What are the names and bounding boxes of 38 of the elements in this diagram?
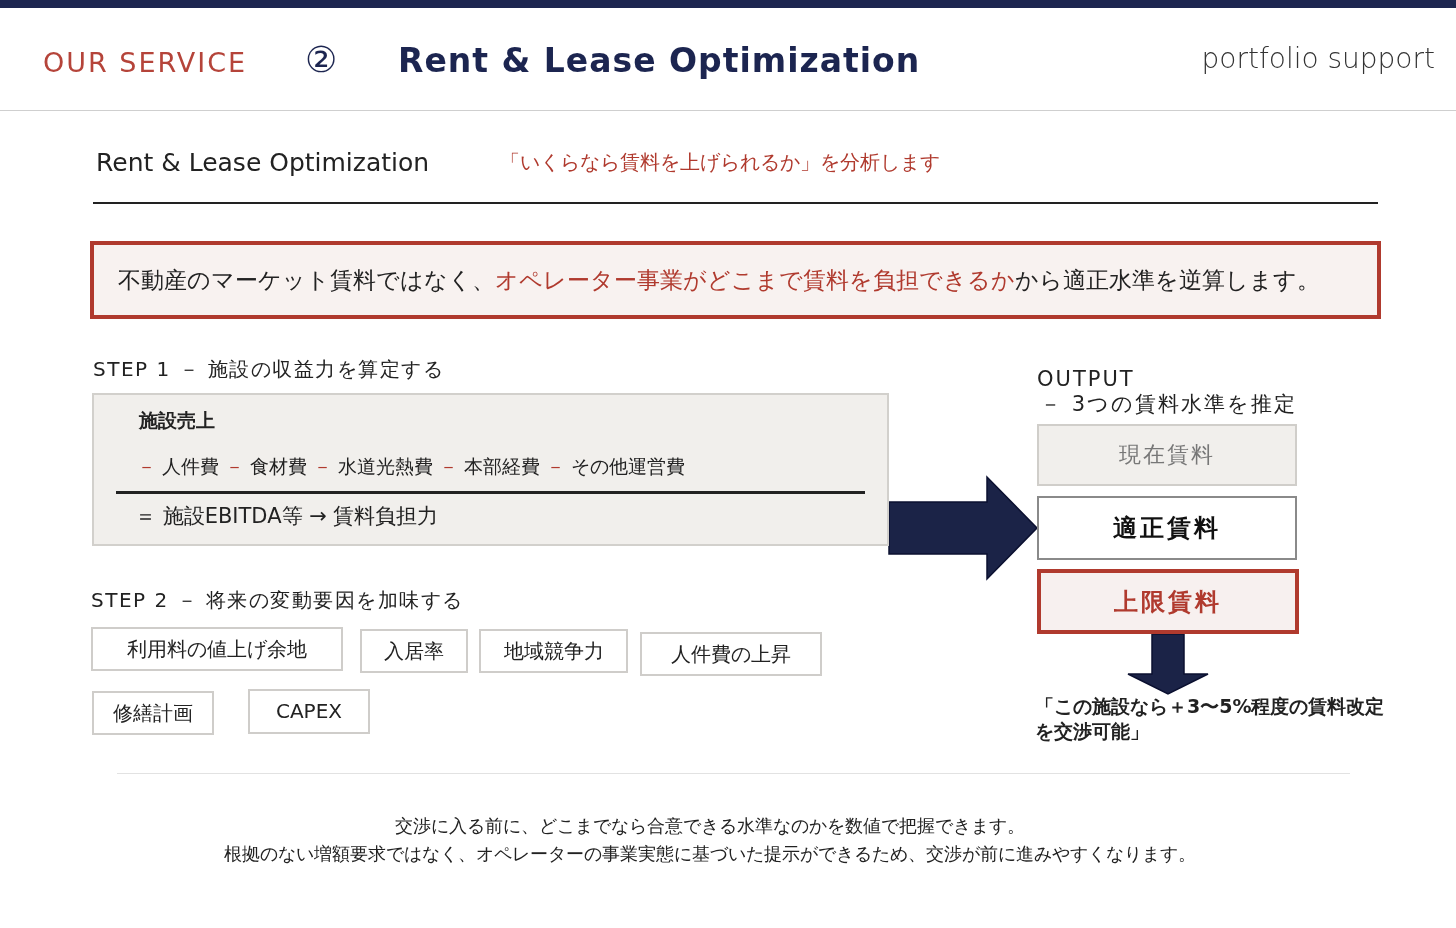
factor-tag (640, 632, 822, 676)
rent-level-card (1037, 496, 1297, 560)
factor-text: CAPEX (275, 699, 342, 724)
rent-level-text: 適正賃料 (1113, 513, 1221, 543)
subtitle: 「いくらなら賃料を上げられるか」を分析します (500, 150, 940, 175)
footer-note: 交渉に入る前に、どこまでなら合意できる水準なのかを数値で把握できます。 (395, 815, 1025, 838)
section-heading: Rent & Lease Optimization (96, 147, 430, 179)
factor-text: 地域競争力 (503, 638, 604, 664)
result-quote: 「この施設なら＋3〜5%程度の賃料改定を交渉可能」 (1035, 694, 1385, 744)
section-label: OUR SERVICE (43, 46, 248, 80)
factor-tag (360, 629, 468, 673)
rent-level-card (1037, 424, 1297, 486)
factor-tag (248, 689, 370, 734)
factor-text: 人件費の上昇 (671, 641, 791, 667)
revenue-label: 施設売上 (139, 409, 215, 433)
factor-text: 利用料の値上げ余地 (127, 636, 307, 662)
tagline: portfolio support (1201, 41, 1435, 76)
step-heading: STEP 2 － 将来の変動要因を加味する (91, 588, 464, 613)
rent-level-text: 現在賃料 (1119, 441, 1215, 469)
page-title: Rent & Lease Optimization (398, 40, 921, 82)
rent-level-text: 上限賃料 (1114, 586, 1222, 617)
result-formula: ＝ 施設EBITDA等 → 賃料負担力 (135, 503, 439, 530)
key-message: 不動産のマーケット賃料ではなく、オペレーター事業がどこまで賃料を負担できるかから適正水準を逆算します。 (118, 265, 1320, 295)
factor-text: 修繕計画 (113, 700, 193, 726)
step-heading: STEP 1 － 施設の収益力を算定する (93, 357, 445, 382)
factor-tag (479, 629, 628, 673)
block-arrow (1127, 633, 1209, 695)
expense-formula: － 人件費 － 食材費 － 水道光熱費 － 本部経費 － その他運営費 (137, 455, 686, 479)
factor-tag (91, 627, 343, 671)
factor-tag (92, 691, 214, 735)
output-subheading: － 3つの賃料水準を推定 (1040, 391, 1298, 418)
factor-text: 入居率 (384, 638, 444, 664)
block-arrow (888, 475, 1039, 581)
output-heading: OUTPUT (1037, 366, 1135, 393)
footer-note: 根拠のない増額要求ではなく、オペレーターの事業実態に基づいた提示ができるため、交渉が前に進みやすくなります。 (224, 843, 1196, 866)
rent-level-card (1037, 569, 1299, 634)
circled-number: ② (305, 38, 338, 82)
key-message-panel (90, 241, 1381, 319)
